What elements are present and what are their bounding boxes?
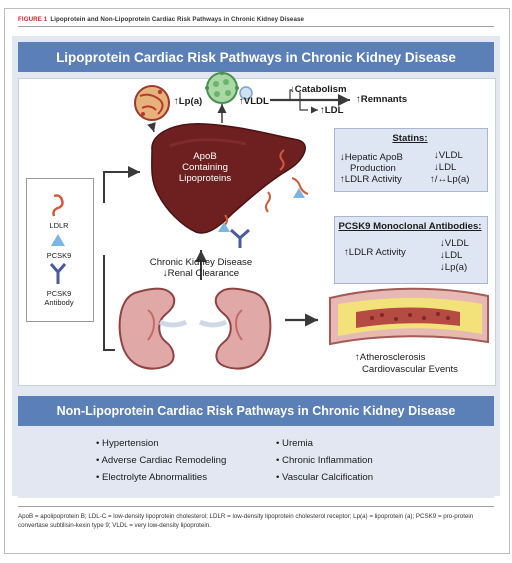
lipoprotein-banner: Lipoprotein Cardiac Risk Pathways in Chr… xyxy=(18,42,494,72)
legend-pcsk9-icon xyxy=(51,234,65,246)
statins-effect-3: ↑LDLR Activity xyxy=(340,174,402,185)
abbreviation-footnote: ApoB = apolipoprotein B; LDL-C = low-den… xyxy=(18,513,474,529)
legend-antibody-icon xyxy=(49,263,67,284)
non-lipoprotein-banner: Non-Lipoprotein Cardiac Risk Pathways in… xyxy=(18,396,494,426)
ldlr-receptor-icon xyxy=(279,149,285,171)
outcome-cv-events: Cardiovascular Events xyxy=(362,364,458,375)
liver-label-line3: Lipoproteins xyxy=(178,173,232,184)
pcsk9-title: PCSK9 Monoclonal Antibodies: xyxy=(338,221,482,232)
liver-label-line2: Containing xyxy=(182,162,228,173)
blood-vessel-icon xyxy=(329,287,489,346)
non-lipoprotein-card xyxy=(18,430,494,498)
statins-result-vldl: ↓VLDL xyxy=(434,150,463,161)
lpa-particle-icon xyxy=(134,85,170,121)
figure-title: Lipoprotein and Non-Lipoprotein Cardiac … xyxy=(50,16,305,23)
figure-label: FIGURE 1 xyxy=(18,16,48,23)
antibody-icon xyxy=(218,222,250,248)
footnote-divider xyxy=(18,506,494,507)
heading-divider xyxy=(18,26,494,27)
risk-item-electrolyte: • Electrolyte Abnormalities xyxy=(96,472,208,483)
ldlr-receptor-icon xyxy=(291,177,309,195)
statins-result-ldl: ↓LDL xyxy=(434,162,457,173)
pcsk9-icon xyxy=(293,188,305,198)
statins-result-lpa: ↑/↔Lp(a) xyxy=(430,174,470,185)
remnants-label: ↑Remnants xyxy=(356,94,408,105)
statins-effect-2: Production xyxy=(350,163,396,174)
risk-item-remodeling: • Adverse Cardiac Remodeling xyxy=(96,455,227,466)
risk-item-inflammation: • Chronic Inflammation xyxy=(276,455,373,466)
statins-title: Statins: xyxy=(392,133,428,144)
ldlr-receptor-icon xyxy=(265,191,271,213)
lpa-label: ↑Lp(a) xyxy=(174,96,203,107)
ldl-label: ↑LDL xyxy=(320,105,344,116)
pcsk9-result-ldl: ↓LDL xyxy=(440,250,463,261)
kidney-right-icon xyxy=(198,287,272,370)
vldl-label: ↑VLDL xyxy=(239,96,269,107)
legend-box xyxy=(26,178,94,322)
pcsk9-result-lpa: ↓Lp(a) xyxy=(440,262,468,273)
pcsk9-result-vldl: ↓VLDL xyxy=(440,238,469,249)
catabolism-label: ↓Catabolism xyxy=(290,84,347,95)
vldl-particle-icon xyxy=(205,71,239,104)
legend-ldlr-icon xyxy=(52,194,64,217)
kidney-left-icon xyxy=(118,287,188,370)
legend-antibody-label: PCSK9 Antibody xyxy=(44,289,74,307)
vesicle-icon xyxy=(239,86,253,100)
risk-item-uremia: • Uremia xyxy=(276,438,313,449)
statins-effect-1: ↓Hepatic ApoB xyxy=(340,152,403,163)
ckd-effect: ↓Renal Clearance xyxy=(162,268,240,279)
pcsk9-effect: ↑LDLR Activity xyxy=(344,247,406,258)
statins-box xyxy=(334,128,488,192)
risk-item-calcification: • Vascular Calcification xyxy=(276,472,374,483)
liver-label-line1: ApoB xyxy=(193,151,217,162)
liver-icon xyxy=(151,123,306,234)
outcome-atherosclerosis: ↑Atherosclerosis xyxy=(355,352,426,363)
legend-ldlr-label: LDLR xyxy=(49,221,69,230)
legend-pcsk9-label: PCSK9 xyxy=(46,251,72,260)
pcsk9-box xyxy=(334,216,488,284)
ckd-title: Chronic Kidney Disease xyxy=(149,257,253,268)
risk-item-hypertension: • Hypertension xyxy=(96,438,159,449)
ldlr-receptor-icon xyxy=(224,214,228,226)
